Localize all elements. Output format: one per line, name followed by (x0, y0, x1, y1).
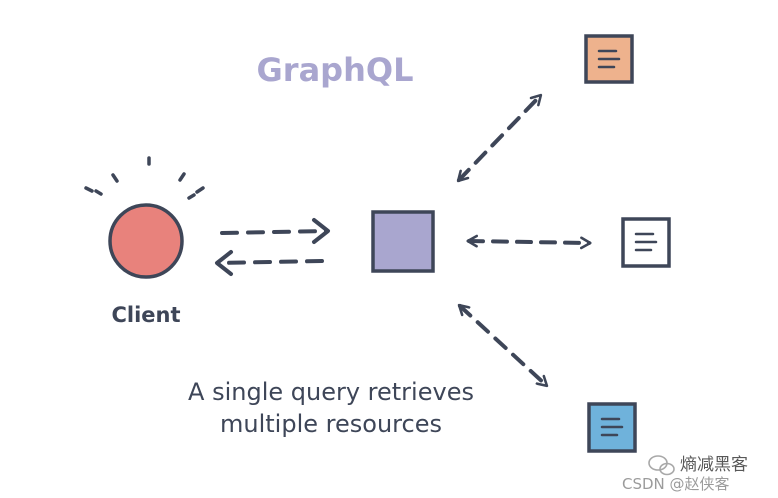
client-icon (108, 203, 184, 279)
resource-middle-icon (621, 217, 671, 268)
resource-bottom-icon (587, 402, 637, 453)
wechat-icon (648, 455, 675, 476)
client-server-arrows (215, 218, 330, 276)
response-arrow (216, 259, 324, 265)
arrow-middle (466, 234, 592, 250)
response-arrowhead (215, 250, 233, 276)
caption-line-1: A single query retrieves (188, 378, 474, 406)
resource-top-icon (584, 34, 634, 84)
request-arrowhead (312, 218, 330, 244)
client-label: Client (111, 303, 180, 327)
caption-line-2: multiple resources (220, 410, 442, 438)
watermark-csdn: CSDN @赵侠客 (622, 475, 730, 493)
client-rays (84, 156, 205, 200)
server-resource-arrows (456, 93, 592, 388)
arrow-top (456, 93, 543, 183)
graphql-server-icon (371, 210, 435, 273)
arrow-bottom (457, 303, 549, 388)
watermark: 熵减黑客 CSDN @赵侠客 (622, 455, 748, 493)
diagram-title: GraphQL (257, 51, 414, 89)
watermark-account: 熵减黑客 (680, 455, 748, 475)
request-arrow (220, 229, 329, 235)
